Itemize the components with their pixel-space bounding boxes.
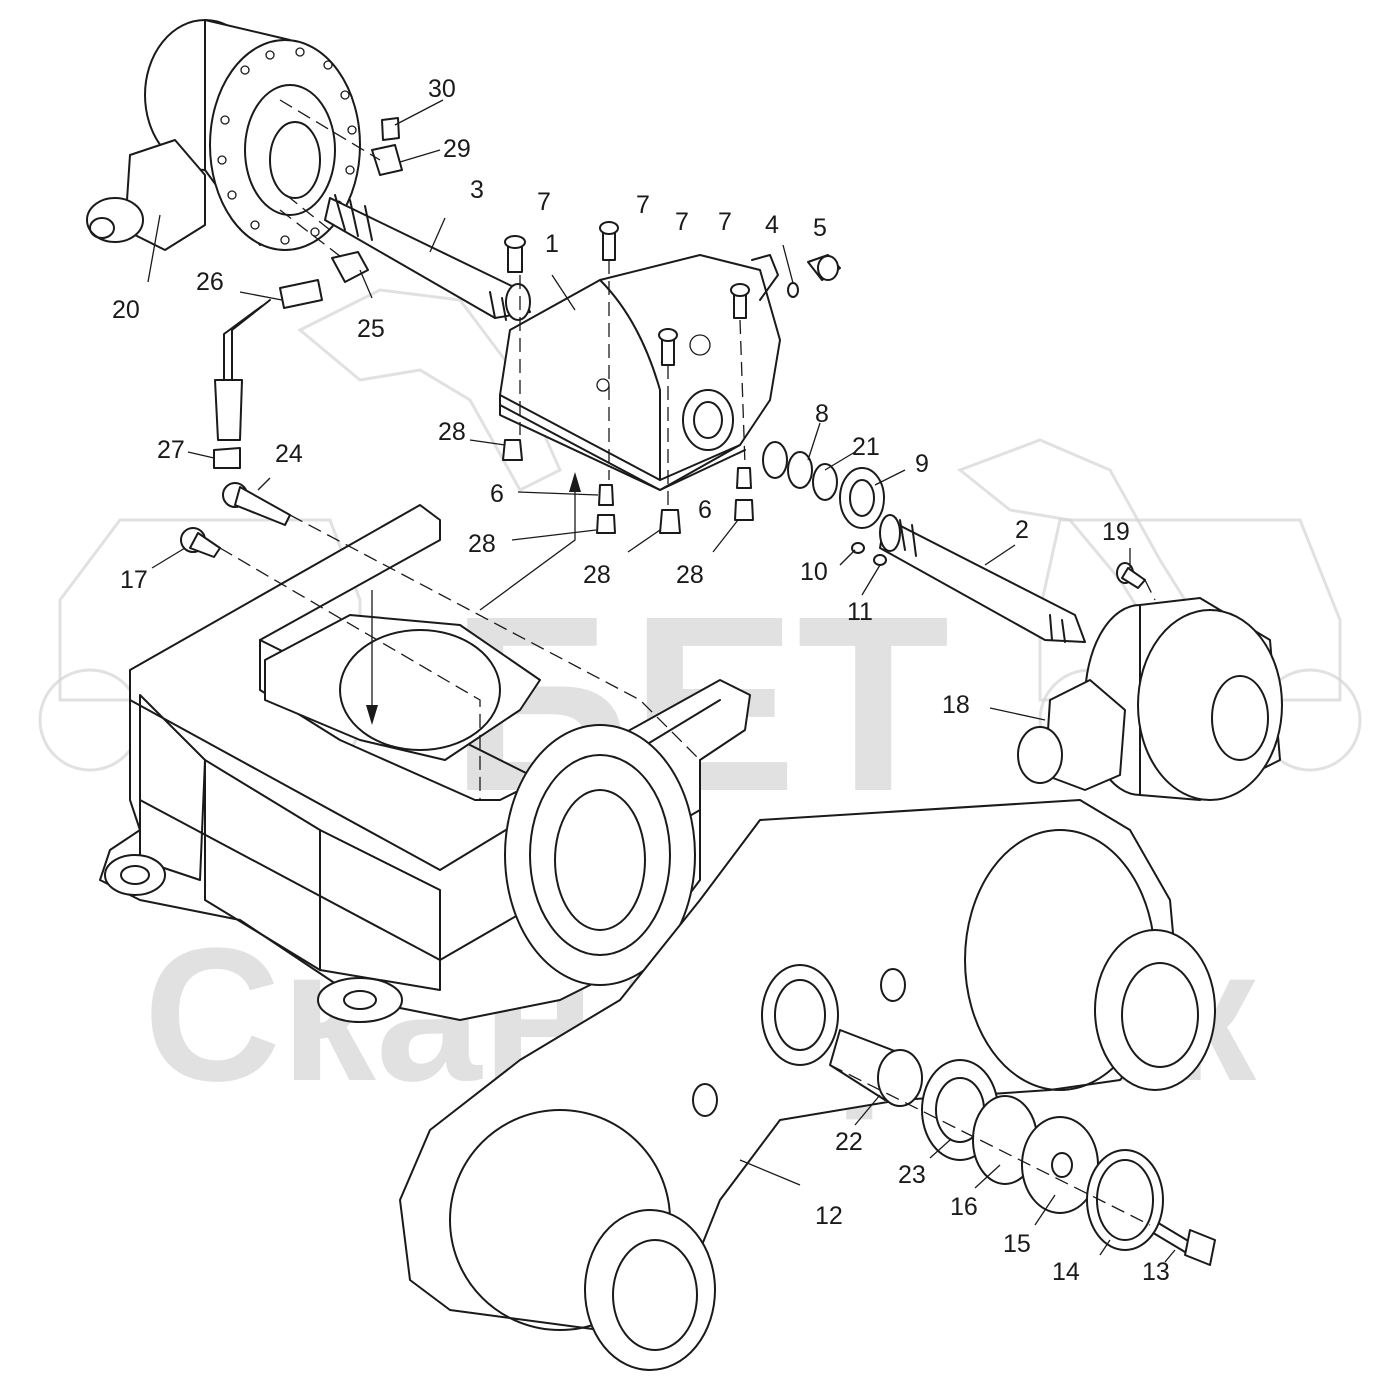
- part-3-axle-shaft-upper: [324, 194, 531, 321]
- callout-8: 8: [815, 400, 829, 428]
- part-12-bogie-beam: [399, 799, 1216, 1371]
- callout-19: 19: [1102, 518, 1130, 546]
- callout-7a: 7: [537, 188, 551, 216]
- callout-28a: 28: [438, 418, 466, 446]
- part-4-5-breather-clip: [751, 254, 841, 301]
- callout-2: 2: [1015, 516, 1029, 544]
- callout-6b: 6: [698, 496, 712, 524]
- part-1-gearbox-housing: [499, 254, 781, 491]
- callout-28c: 28: [583, 561, 611, 589]
- callout-18: 18: [942, 691, 970, 719]
- part-2-axle-shaft-lower: [879, 514, 1086, 643]
- callout-29: 29: [443, 135, 471, 163]
- part-28-6-mounts: [502, 439, 754, 534]
- callout-26: 26: [196, 268, 224, 296]
- hub-bolt-circle-left: [217, 47, 357, 245]
- part-18-hub-motor-right: [1017, 597, 1283, 801]
- callout-28d: 28: [676, 561, 704, 589]
- assembly-axes: [219, 99, 1156, 1226]
- callout-9: 9: [915, 450, 929, 478]
- callout-14: 14: [1052, 1258, 1080, 1286]
- callout-11: 11: [847, 598, 873, 626]
- callout-7c: 7: [675, 208, 689, 236]
- callout-5: 5: [813, 214, 827, 242]
- callout-30: 30: [428, 75, 456, 103]
- callout-20: 20: [112, 296, 140, 324]
- callout-1: 1: [545, 230, 559, 258]
- part-20-hub-motor-left: [86, 19, 361, 251]
- part-22-23-16-15-14-gear-stack: [761, 964, 1164, 1251]
- callout-12: 12: [815, 1202, 843, 1230]
- leader-lines: [147, 99, 1176, 1263]
- callout-27: 27: [157, 436, 185, 464]
- part-8-21-9-seal-rings: [762, 441, 885, 529]
- part-7-bolts: [504, 221, 750, 366]
- callout-3: 3: [470, 176, 484, 204]
- axis-arrow-up: [569, 472, 581, 492]
- callout-25: 25: [357, 315, 385, 343]
- callout-17: 17: [120, 566, 148, 594]
- main-frame: [99, 504, 751, 1023]
- callout-numbers: 30 29 3 7 7 7 7 4 5 1 20 26 25 28 27 24 …: [112, 75, 1170, 1286]
- callout-6a: 6: [490, 480, 504, 508]
- callout-22: 22: [835, 1128, 863, 1156]
- callout-24: 24: [275, 440, 303, 468]
- callout-23: 23: [898, 1161, 926, 1189]
- callout-10: 10: [800, 558, 828, 586]
- callout-21: 21: [852, 433, 880, 461]
- axis-arrow-down: [366, 705, 378, 725]
- callout-7b: 7: [636, 191, 650, 219]
- callout-16: 16: [950, 1193, 978, 1221]
- callout-13: 13: [1142, 1258, 1170, 1286]
- callout-28b: 28: [468, 530, 496, 558]
- callout-4: 4: [765, 211, 779, 239]
- part-25-26-27-29-30-hydraulic-fittings: [213, 117, 403, 469]
- callout-7d: 7: [718, 208, 732, 236]
- callout-15: 15: [1003, 1230, 1031, 1258]
